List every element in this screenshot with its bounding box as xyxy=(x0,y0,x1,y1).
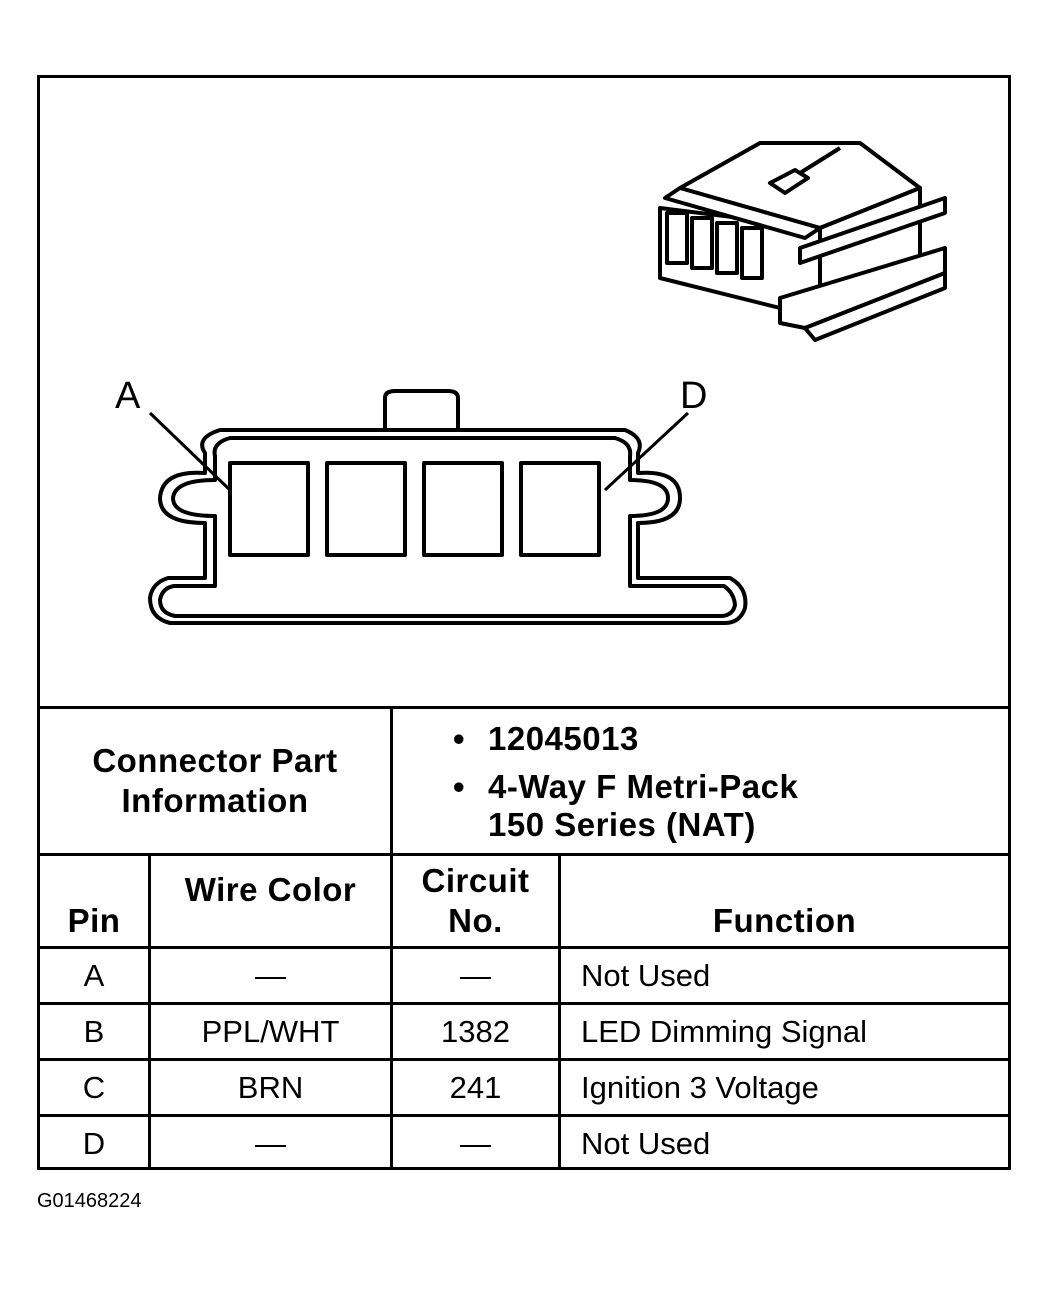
wire-color-cell: BRN xyxy=(237,1069,304,1105)
circuit-cell: 241 xyxy=(449,1069,502,1105)
header-wire-color-text: Wire Color xyxy=(184,871,357,908)
function-cell: LED Dimming Signal xyxy=(581,1013,867,1049)
part-number-line: • 12045013 xyxy=(453,717,639,761)
circuit-cell: — xyxy=(460,1125,491,1161)
divider xyxy=(40,1114,1008,1117)
connector-front-view xyxy=(148,389,748,625)
pin-label-a: A xyxy=(115,375,141,417)
divider xyxy=(40,706,1008,709)
leader-line-a xyxy=(148,411,232,492)
connector-diagram: A D xyxy=(115,141,947,625)
header-circuit: Circuit No. xyxy=(393,856,558,946)
divider xyxy=(40,1002,1008,1005)
part-info-label-line1: Connector Part xyxy=(92,742,338,779)
figure-id: G01468224 xyxy=(37,1190,142,1212)
header-function-text: Function xyxy=(712,902,857,939)
wire-color-cell: PPL/WHT xyxy=(201,1013,340,1049)
pin-label-d: D xyxy=(680,375,707,417)
header-circuit-line2: No. xyxy=(448,902,503,939)
part-info-label: Connector Part Information xyxy=(40,709,390,853)
wire-color-cell: — xyxy=(255,1125,286,1161)
function-cell: Not Used xyxy=(581,957,711,993)
pin-cell: C xyxy=(82,1069,106,1105)
part-info-value: • 12045013 • 4-Way F Metri-Pack 150 Series… xyxy=(393,709,1008,853)
header-circuit-line1: Circuit xyxy=(421,862,530,899)
bullet: • xyxy=(453,720,466,757)
function-cell: Not Used xyxy=(581,1125,711,1161)
divider xyxy=(558,853,561,1170)
part-description-line1: 4-Way F Metri-Pack xyxy=(488,768,799,805)
divider xyxy=(40,1058,1008,1061)
part-description-line2: 150 Series (NAT) xyxy=(488,806,756,843)
bullet: • xyxy=(453,768,466,805)
connector-3d-view xyxy=(658,141,947,342)
divider xyxy=(40,853,1008,856)
pin-cell: A xyxy=(83,957,105,993)
header-wire-color: Wire Color xyxy=(151,856,390,946)
pin-cell: D xyxy=(82,1125,106,1161)
connector-sheet: A D Connector Part Information • 12045013… xyxy=(37,75,1011,1170)
circuit-cell: 1382 xyxy=(441,1013,510,1049)
divider xyxy=(390,853,393,1170)
divider xyxy=(390,706,393,856)
part-number: 12045013 xyxy=(488,720,639,757)
header-pin-text: Pin xyxy=(67,902,121,939)
circuit-cell: — xyxy=(460,957,491,993)
leader-line-d xyxy=(603,411,690,492)
header-function: Function xyxy=(561,856,1008,946)
part-desc-line2: 150 Series (NAT) xyxy=(453,803,756,847)
divider xyxy=(148,853,151,1170)
divider xyxy=(40,946,1008,949)
part-desc-line: • 4-Way F Metri-Pack xyxy=(453,765,798,809)
function-cell: Ignition 3 Voltage xyxy=(581,1069,819,1105)
header-pin: Pin xyxy=(40,856,148,946)
pin-cell: B xyxy=(83,1013,105,1049)
wire-color-cell: — xyxy=(255,957,286,993)
part-info-label-line2: Information xyxy=(121,782,309,819)
